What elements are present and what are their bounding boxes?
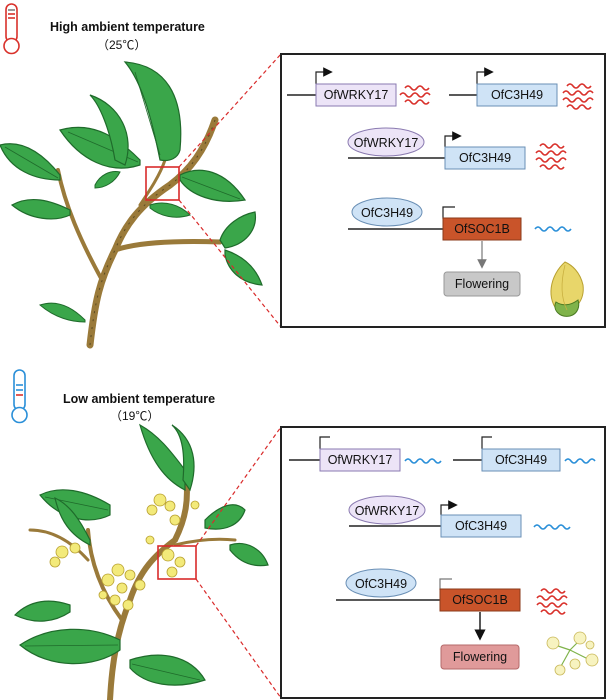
thermometer-cold-icon [11,369,28,424]
top-soc1b-gene-label: OfSOC1B [454,222,510,236]
bottom-plant-illustration [13,423,269,700]
bottom-c3h49-factor-label: OfC3H49 [355,577,407,591]
top-zoom-line-lower [178,199,282,328]
bottom-soc1b-high-expression-icon [536,588,568,615]
top-zoom-line-upper [178,53,282,168]
top-flowering-label: Flowering [455,277,509,291]
top-row2-high-expression-icon [535,143,567,170]
top-soc1b-low-expression-icon [534,226,572,232]
top-row1: OfWRKY17 OfC3H49 [287,67,594,110]
top-row2: OfWRKY17 OfC3H49 [347,127,567,170]
top-soc1b-gene-box [442,217,522,241]
top-c3h49-high-expression-icon [562,83,594,110]
bottom-row2-c3h49-label: OfC3H49 [455,519,507,533]
top-row3: OfC3H49 OfSOC1B Flowering [348,197,584,317]
bottom-c3h49-gene-box [481,448,561,472]
top-condition-label: High ambient temperature [50,20,205,34]
bottom-flowering-label: Flowering [453,650,507,664]
bottom-flowering-box [440,644,520,670]
thermometer-hot-icon [3,3,20,55]
bottom-temperature-label: （19℃） [110,409,159,423]
top-panel: High ambient temperature （25℃） [0,3,606,349]
bottom-wrky17-factor [348,495,426,525]
top-c3h49-gene-label: OfC3H49 [491,88,543,102]
top-temperature-label: （25℃） [97,38,146,52]
bottom-wrky17-gene-label: OfWRKY17 [328,453,393,467]
open-flower-cluster-icon [546,631,599,676]
top-c3h49-factor-label: OfC3H49 [361,206,413,220]
bottom-row3: OfC3H49 OfSOC1B Flowering [336,568,599,676]
top-wrky17-factor [347,127,425,157]
top-wrky17-factor-label: OfWRKY17 [354,136,419,150]
top-c3h49-gene-box [476,83,558,107]
bottom-c3h49-gene-label: OfC3H49 [495,453,547,467]
bottom-soc1b-gene-label: OfSOC1B [452,593,508,607]
bottom-row2-low-expression-icon [533,524,571,530]
bottom-wrky17-gene-box [319,448,401,472]
top-flowering-box [443,271,521,297]
bottom-zoom-line-upper [195,426,282,547]
bottom-c3h49-low-expression-icon [564,458,596,464]
top-wrky17-gene-label: OfWRKY17 [324,88,389,102]
top-wrky17-gene-box [315,83,397,107]
top-plant-illustration [0,61,263,349]
top-row2-c3h49-box [444,146,526,170]
bottom-row1: OfWRKY17 OfC3H49 [289,436,596,472]
bottom-soc1b-gene-box [439,588,521,612]
flower-bud-icon [550,261,584,317]
top-c3h49-factor [351,197,423,227]
top-zoom-box [145,166,180,201]
bottom-row2-c3h49-box [440,514,522,538]
bottom-panel: Low ambient temperature （19℃） [11,369,606,700]
bottom-wrky17-low-expression-icon [404,458,442,464]
bottom-wrky17-factor-label: OfWRKY17 [355,504,420,518]
bottom-condition-label: Low ambient temperature [63,392,215,406]
bottom-zoom-line-lower [195,578,282,699]
top-wrky17-high-expression-icon [399,85,431,105]
bottom-row2: OfWRKY17 OfC3H49 [348,495,571,538]
bottom-zoom-box [157,545,197,580]
bottom-c3h49-factor [345,568,417,598]
top-row2-c3h49-label: OfC3H49 [459,151,511,165]
